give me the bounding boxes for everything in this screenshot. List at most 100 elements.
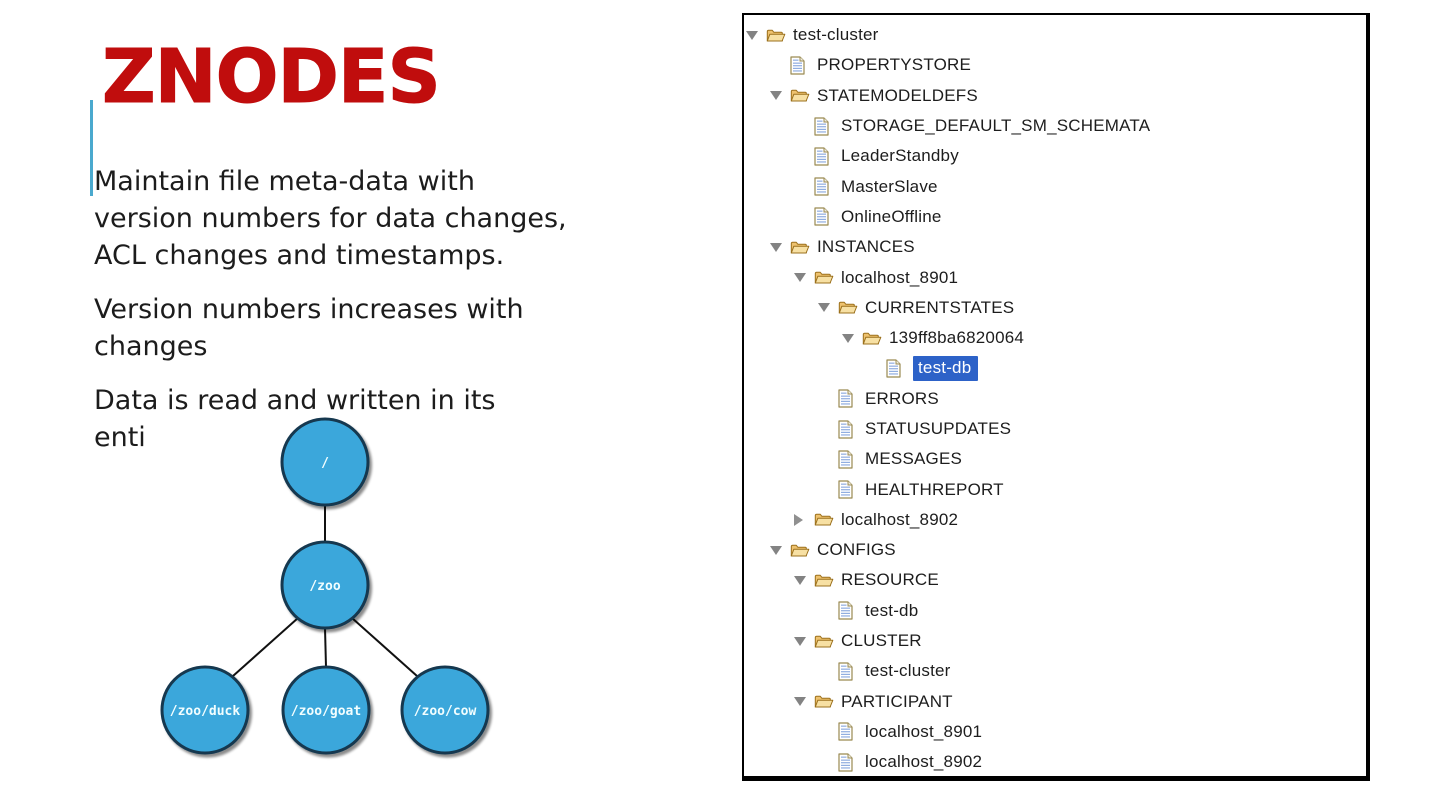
znode-circle-duck: /zoo/duck [160, 665, 250, 755]
collapse-triangle-icon[interactable] [770, 546, 790, 555]
file-icon [838, 480, 859, 499]
body-text-line: changes [94, 331, 208, 362]
znode-circle-goat: /zoo/goat [281, 665, 371, 755]
file-icon [838, 722, 859, 742]
file-icon [814, 147, 835, 166]
tree-node-label: HEALTHREPORT [865, 479, 1004, 499]
file-icon [814, 177, 835, 196]
tree-row[interactable]: CURRENTSTATES [744, 293, 1366, 323]
folder-icon [790, 240, 811, 255]
collapse-triangle-icon[interactable] [794, 637, 814, 646]
paragraph: Maintain file meta-data with version num… [94, 163, 704, 274]
tree-row[interactable]: MasterSlave [744, 171, 1366, 201]
svg-text:/: / [321, 456, 329, 471]
tree-row[interactable]: localhost_8901 [744, 717, 1366, 747]
collapse-triangle-icon[interactable] [770, 243, 790, 252]
body-text-line: Version numbers increases with [94, 294, 524, 325]
tree-node-label: CONFIGS [817, 540, 896, 560]
tree-row[interactable]: PARTICIPANT [744, 687, 1366, 717]
tree-node-label: STATEMODELDEFS [817, 85, 978, 105]
tree-row[interactable]: CLUSTER [744, 626, 1366, 656]
tree-node-label: OnlineOffline [841, 206, 942, 226]
file-icon [814, 116, 835, 136]
tree-row[interactable]: PROPERTYSTORE [744, 50, 1366, 80]
tree-node-label: PROPERTYSTORE [817, 55, 972, 75]
tree-row[interactable]: test-cluster [744, 656, 1366, 686]
tree-row[interactable]: STORAGE_DEFAULT_SM_SCHEMATA [744, 111, 1366, 141]
folder-icon [790, 88, 811, 103]
tree-node-label: RESOURCE [841, 570, 939, 590]
body-text-line: enti [94, 422, 146, 453]
edge-zoo-duck [232, 617, 299, 677]
tree-row[interactable]: MESSAGES [744, 444, 1366, 474]
file-icon [838, 601, 859, 620]
folder-icon [766, 28, 787, 43]
tree-row[interactable]: HEALTHREPORT [744, 474, 1366, 504]
tree-node-label: 139ff8ba6820064 [889, 328, 1025, 348]
svg-text:/zoo/duck: /zoo/duck [170, 704, 241, 719]
znode-tree-diagram: / /zoo /zoo/duck /zoo/goat /zoo/cow [160, 417, 490, 755]
tree-node-label-selected: test-db [913, 355, 979, 381]
tree-node-label: MasterSlave [841, 176, 938, 196]
tree-node-label: ERRORS [865, 388, 939, 408]
svg-text:/zoo/cow: /zoo/cow [414, 704, 477, 719]
znode-circle-root: / [280, 417, 370, 507]
tree-row[interactable]: localhost_8902 [744, 505, 1366, 535]
tree-node-label: CURRENTSTATES [865, 297, 1015, 317]
file-icon [790, 56, 811, 75]
folder-icon [862, 331, 883, 346]
body-text-line: version numbers for data changes, [94, 203, 567, 234]
folder-icon [838, 300, 859, 315]
file-icon [838, 753, 859, 772]
file-icon [838, 389, 859, 408]
expand-triangle-icon[interactable] [794, 514, 814, 526]
paragraph: Data is read and written in its enti [94, 382, 704, 456]
file-icon [886, 359, 907, 378]
znode-circle-zoo: /zoo [280, 540, 370, 630]
tree-row[interactable]: 139ff8ba6820064 [744, 323, 1366, 353]
tree-row[interactable]: test-db [744, 596, 1366, 626]
collapse-triangle-icon[interactable] [842, 334, 862, 343]
collapse-triangle-icon[interactable] [794, 273, 814, 282]
folder-icon [814, 573, 835, 588]
file-icon [838, 662, 859, 681]
folder-icon [814, 270, 835, 285]
tree-row[interactable]: test-cluster [744, 20, 1366, 50]
body-text-line: Data is read and written in its [94, 385, 496, 416]
tree-row[interactable]: CONFIGS [744, 535, 1366, 565]
file-icon [838, 419, 859, 439]
tree-node-label: STORAGE_DEFAULT_SM_SCHEMATA [841, 116, 1151, 136]
tree-row[interactable]: localhost_8902 [744, 747, 1366, 776]
tree-node-label: MESSAGES [865, 449, 963, 469]
collapse-triangle-icon[interactable] [818, 303, 838, 312]
tree-node-label: localhost_8902 [865, 752, 983, 772]
svg-text:/zoo: /zoo [309, 579, 340, 594]
file-icon [838, 450, 859, 469]
tree-row[interactable]: localhost_8901 [744, 262, 1366, 292]
tree-row[interactable]: test-db [744, 353, 1366, 383]
tree-node-label: test-cluster [793, 25, 879, 45]
tree-node-label: localhost_8901 [865, 721, 983, 741]
tree-node-label: test-cluster [865, 661, 951, 681]
folder-icon [790, 543, 811, 558]
edge-zoo-goat [324, 627, 327, 668]
page-title: ZNODES [102, 34, 442, 120]
paragraph: Version numbers increases with changes [94, 291, 704, 365]
collapse-triangle-icon[interactable] [794, 576, 814, 585]
tree-row[interactable]: LeaderStandby [744, 141, 1366, 171]
body-text-line: Maintain file meta-data with [94, 166, 475, 197]
collapse-triangle-icon[interactable] [770, 91, 790, 100]
svg-text:/zoo/goat: /zoo/goat [291, 704, 361, 719]
tree-node-label: LeaderStandby [841, 146, 959, 166]
tree-row[interactable]: OnlineOffline [744, 202, 1366, 232]
tree-node-label: STATUSUPDATES [865, 419, 1012, 438]
tree-row[interactable]: STATUSUPDATES [744, 414, 1366, 444]
collapse-triangle-icon[interactable] [794, 697, 814, 706]
tree-row[interactable]: STATEMODELDEFS [744, 81, 1366, 111]
tree-node-label: CLUSTER [841, 631, 922, 651]
collapse-triangle-icon[interactable] [746, 31, 766, 40]
tree-row[interactable]: ERRORS [744, 384, 1366, 414]
tree-row[interactable]: RESOURCE [744, 565, 1366, 595]
tree-row[interactable]: INSTANCES [744, 232, 1366, 262]
